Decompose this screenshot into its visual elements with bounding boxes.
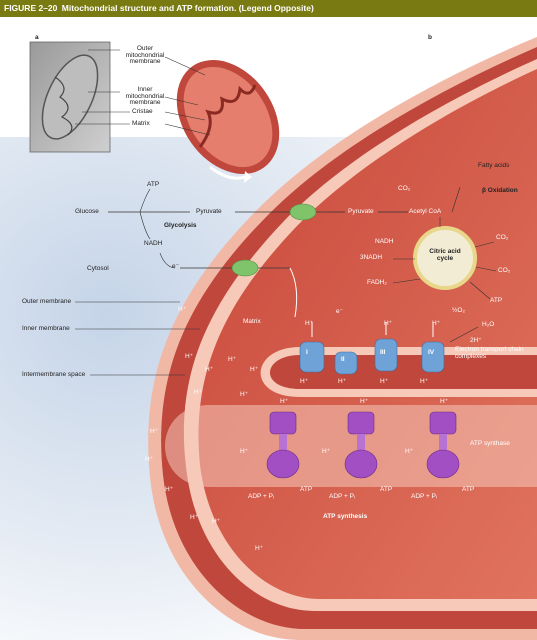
label-h2o: H₂O — [482, 322, 494, 329]
label-outer-mito-membrane: Outer mitochondrial membrane — [120, 46, 170, 66]
label-matrix-b: Matrix — [243, 319, 261, 326]
proton: H⁺ — [405, 449, 413, 456]
proton: H⁺ — [205, 367, 213, 374]
label-fatty-acids: Fatty acids — [478, 163, 509, 170]
proton: H⁺ — [194, 390, 202, 397]
label-atp-cycle: ATP — [490, 298, 502, 305]
proton: H⁺ — [178, 307, 186, 314]
proton: H⁺ — [380, 379, 388, 386]
figure-number: FIGURE 2–20 — [4, 3, 57, 13]
label-nadh-matrix: NADH — [375, 239, 393, 246]
proton: H⁺ — [280, 399, 288, 406]
proton: H⁺ — [432, 321, 440, 328]
label-fadh2: FADH₂ — [367, 280, 387, 287]
label-atp-top: ATP — [147, 182, 159, 189]
label-adp-pi-3: ADP + Pᵢ — [411, 494, 437, 501]
label-complex-iii: III — [380, 350, 385, 357]
panel-label-a: a — [35, 35, 39, 42]
label-intermembrane-space: Intermembrane space — [22, 372, 85, 379]
etc-complex-iv — [422, 342, 444, 372]
figure-title: Mitochondrial structure and ATP formatio… — [62, 3, 314, 13]
label-complex-iv: IV — [428, 350, 434, 357]
pyruvate-transporter — [290, 204, 316, 220]
label-co2-r2: CO₂ — [498, 268, 510, 275]
label-three-nadh: 3NADH — [360, 255, 382, 262]
label-atp-synthesis: ATP synthesis — [323, 514, 367, 521]
label-complex-ii: II — [341, 357, 345, 364]
label-cytosol: Cytosol — [87, 266, 109, 273]
etc-complex-ii — [335, 352, 357, 374]
label-pyruvate-left: Pyruvate — [196, 209, 222, 216]
label-citric-acid-cycle: Citric acid cycle — [425, 249, 465, 262]
proton: H⁺ — [305, 321, 313, 328]
label-co2-r1: CO₂ — [496, 235, 508, 242]
proton: H⁺ — [420, 379, 428, 386]
mitochondria-diagram — [0, 17, 537, 640]
proton: H⁺ — [240, 392, 248, 399]
label-e-minus-left: e⁻ — [172, 264, 179, 271]
proton: H⁺ — [145, 457, 153, 464]
proton: H⁺ — [190, 515, 198, 522]
label-co2-top: CO₂ — [398, 186, 410, 193]
label-glucose: Glucose — [75, 209, 99, 216]
label-pyruvate-matrix: Pyruvate — [348, 209, 374, 216]
label-acetyl-coa: Acetyl CoA — [409, 209, 441, 216]
label-outer-membrane: Outer membrane — [22, 299, 71, 306]
label-inner-membrane: Inner membrane — [22, 326, 70, 333]
label-etc: Electron transport chain complexes — [455, 347, 525, 360]
label-half-o2: ½O₂ — [452, 308, 465, 315]
proton: H⁺ — [250, 367, 258, 374]
label-complex-i: I — [306, 350, 308, 357]
label-glycolysis: Glycolysis — [164, 223, 197, 230]
proton: H⁺ — [338, 379, 346, 386]
label-inner-mito-membrane: Inner mitochondrial membrane — [120, 87, 170, 107]
proton: H⁺ — [150, 429, 158, 436]
label-e-minus-matrix: e⁻ — [336, 309, 343, 316]
diagram-stage: a b Outer mitochondrial membrane Inner m… — [0, 17, 537, 640]
proton: H⁺ — [384, 321, 392, 328]
label-atp-1: ATP — [300, 487, 312, 494]
label-adp-pi-1: ADP + Pᵢ — [248, 494, 274, 501]
proton: H⁺ — [185, 354, 193, 361]
nadh-shuttle — [232, 260, 258, 276]
proton: H⁺ — [165, 487, 173, 494]
label-atp-2: ATP — [380, 487, 392, 494]
label-beta-oxidation: β Oxidation — [482, 188, 518, 195]
proton: H⁺ — [360, 399, 368, 406]
proton: H⁺ — [212, 519, 220, 526]
label-nadh-left: NADH — [144, 241, 162, 248]
label-2h: 2H⁺ — [470, 338, 482, 345]
proton: H⁺ — [300, 379, 308, 386]
label-cristae: Cristae — [132, 109, 153, 116]
figure-header: FIGURE 2–20 Mitochondrial structure and … — [0, 0, 537, 17]
proton: H⁺ — [322, 449, 330, 456]
etc-complex-iii — [375, 339, 397, 371]
proton: H⁺ — [240, 449, 248, 456]
label-adp-pi-2: ADP + Pᵢ — [329, 494, 355, 501]
label-matrix-a: Matrix — [132, 121, 150, 128]
label-atp-synthase: ATP synthase — [470, 441, 510, 448]
label-atp-3: ATP — [462, 487, 474, 494]
proton: H⁺ — [228, 357, 236, 364]
proton: H⁺ — [440, 399, 448, 406]
etc-complex-i — [300, 342, 324, 372]
proton: H⁺ — [255, 546, 263, 553]
panel-label-b: b — [428, 35, 432, 42]
